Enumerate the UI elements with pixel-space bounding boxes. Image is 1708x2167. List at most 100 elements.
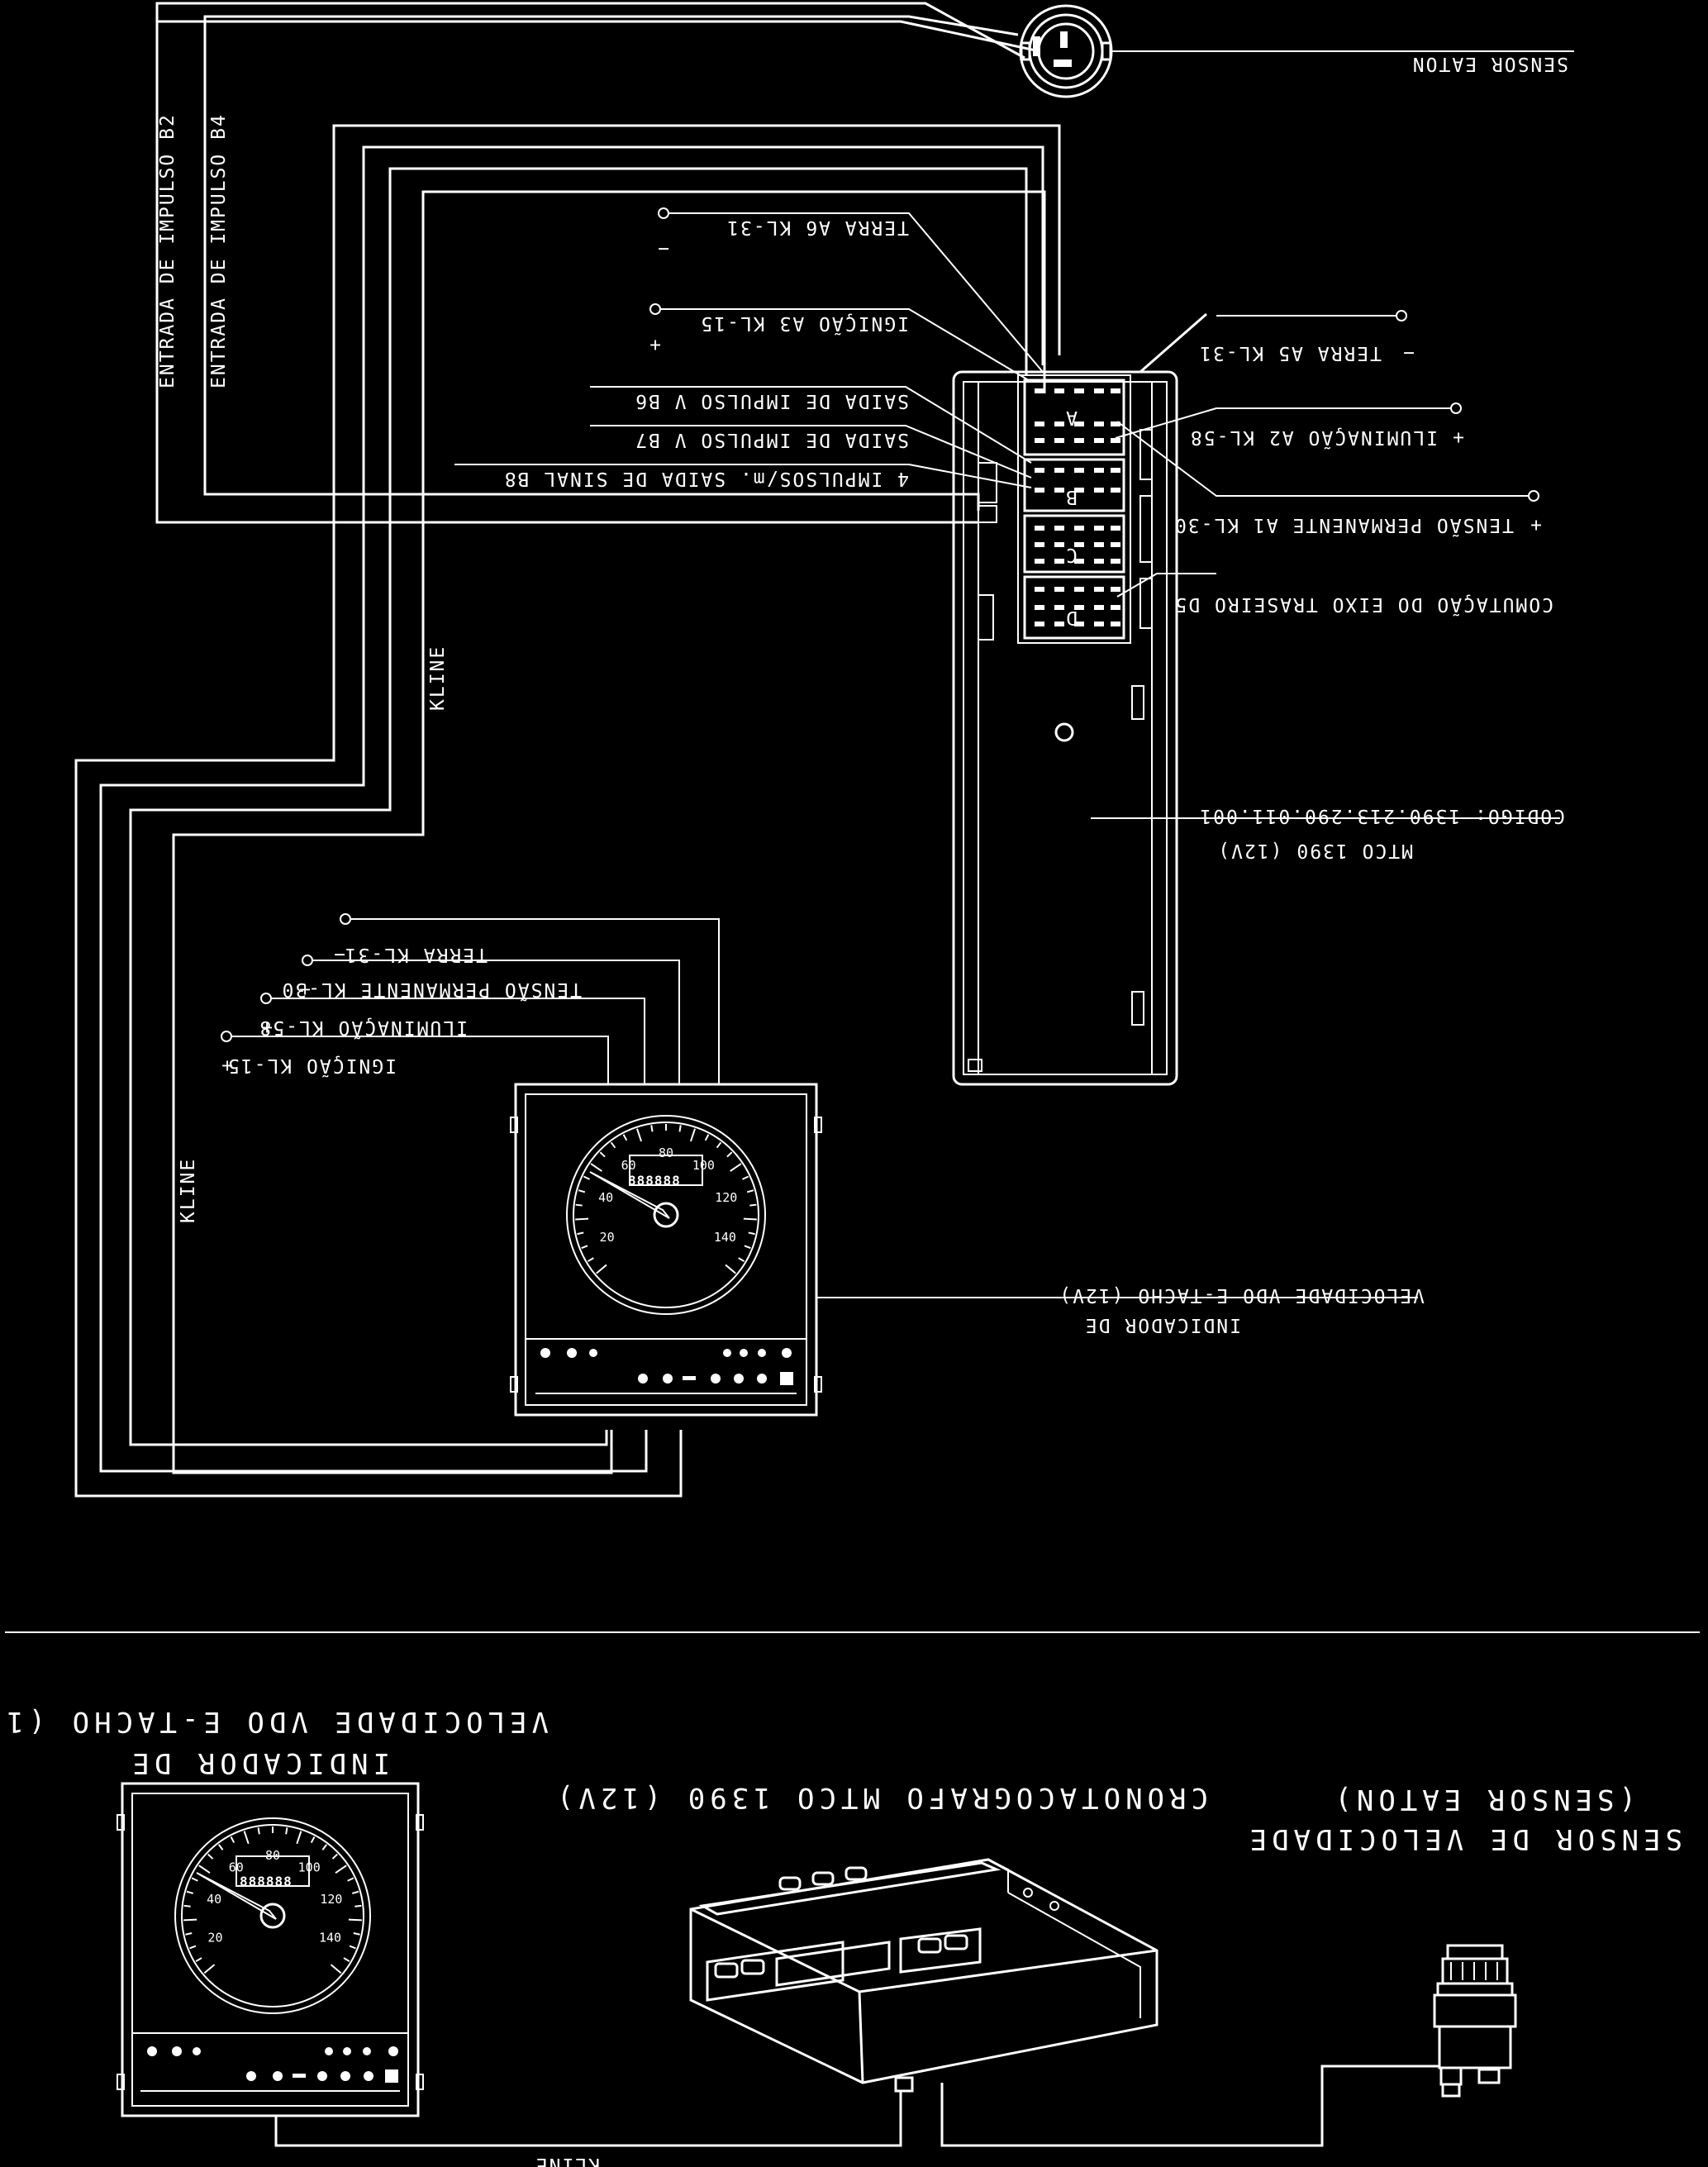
connector-pin [1094,542,1104,547]
legend-indicator-tick [349,1945,356,1950]
connector-pin [1035,438,1044,443]
indicator-tick [746,1189,754,1193]
indicator-hub [653,1202,679,1228]
connector-pin [1074,622,1084,626]
iluminacao-a2-label: ILUMINAÇÃO A2 KL-58 [1189,426,1438,450]
ignicao-kl15-label: IGNIÇÃO KL-15 [226,1055,397,1078]
legend-indicator-tick [354,1904,362,1907]
terra-a5-sign: − [1401,342,1415,364]
connector-pin [1054,388,1064,393]
legend-indicator-tick [186,1890,194,1894]
wire-impulse-outer [155,2,1025,522]
legend-indicator-tick [348,1918,362,1922]
legend-indicator-needle [196,1872,277,1920]
connector-pin [1054,488,1064,493]
connector-pin [1094,559,1104,564]
connector-pin [1054,526,1064,531]
connector-pin [1074,587,1084,592]
legend-sensor-line1: (SENSOR EATON) [1330,1783,1636,1816]
indicator-needle [589,1171,670,1219]
indicator-odometer-window [629,1155,703,1186]
indicator-tick [716,1141,722,1149]
connector-pin [1094,388,1104,393]
indicator-dial-ring [566,1115,766,1315]
connector-pins [1035,388,1120,626]
connector-pin [1074,605,1084,610]
sensor-eaton-label: SENSOR EATON [1411,53,1568,74]
indicator-dial-inner [573,1122,759,1308]
indicator-tick [749,1203,757,1207]
legend-indicator-odometer-window [236,1855,310,1887]
legend-indicator-dial-ring [174,1817,371,2014]
legend-indicator-tick [230,1836,236,1844]
indicator-scale-label: 140 [714,1230,736,1245]
indicator-tick [578,1189,586,1193]
indicator-tick [575,1217,589,1221]
connector-pin [1074,526,1084,531]
ignicao-a3-label: IGNIÇÃO A3 KL-15 [699,312,909,336]
indicator-tick [583,1175,590,1180]
legend-indicator-tick [351,1890,359,1894]
legend-sensor-line2: SENSOR DE VELOCIDADE [1245,1822,1682,1855]
connector-pin [1054,468,1064,473]
indicator-tick [599,1151,606,1158]
indicator-tick [650,1125,654,1132]
legend-indicator-odometer: 888888 [240,1874,293,1889]
connector-pin [1035,526,1044,531]
legend-indicator-tick [353,1932,360,1936]
indicator-tick [744,1245,751,1250]
legend-indicator-tick [207,1853,214,1860]
indicator-tick [610,1141,616,1149]
indicator-tick [689,1128,696,1142]
iluminacao-kl58-sign: + [259,1017,273,1038]
speed-sensor-symbol [1019,4,1574,98]
indicator-tick [742,1175,749,1180]
connector-pin [1054,605,1064,610]
legend-indicator-tick [243,1831,250,1845]
wire-kline-1 [74,124,1061,1498]
legend-indicator-tick [343,1957,350,1963]
connector-pin [1111,421,1120,426]
saida-b7-label: SAIDA DE IMPULSO V B7 [634,429,909,450]
connector-pin [1035,388,1044,393]
indicator-scale-label: 80 [659,1145,673,1160]
indicator-buttons [540,1348,793,1385]
connector-pin [1094,605,1104,610]
connector-pin [1074,488,1084,493]
connector-letter-b: B [1064,486,1078,507]
connector-letter-a: A [1064,407,1078,428]
legend-wire-sensor [940,2065,1439,2147]
tachograph-connector [952,312,1207,1086]
connector-pin [1074,542,1084,547]
connector-pin [1111,468,1120,473]
connector-pin [1035,468,1044,473]
indicator-tick [738,1257,745,1263]
legend-indicator-tick [195,1957,202,1963]
tensao-a1-sign: + [1529,514,1542,536]
legend-indicator-tick [185,1932,193,1936]
connector-pin [1054,587,1064,592]
indicator-scale-label: 40 [598,1190,613,1205]
legend-indicator-line2: INDICADOR DE [127,1746,390,1779]
terra-a6-label: TERRA A6 KL-31 [726,217,909,238]
indicator-tick [587,1257,594,1263]
terra-a6-sign: − [656,238,669,260]
legend-indicator-tick [189,1945,197,1950]
indicator-scale-label: 60 [621,1158,636,1173]
ignicao-kl15-sign: + [220,1055,233,1076]
indicator-scale-label: 100 [692,1158,715,1173]
connector-letter-d: D [1064,607,1078,628]
indicator-label-line2: INDICADOR DE [1084,1314,1241,1336]
connector-pin [1111,605,1120,610]
indicator-tick [636,1128,643,1142]
indicator-tick [575,1203,583,1207]
connector-pin [1035,559,1044,564]
tensao-kl30-sign: + [297,979,311,1000]
impulse-b4-label: ENTRADA DE IMPULSO B4 [208,113,230,388]
indicator-tick [704,1134,710,1141]
legend-indicator-scale-label: 40 [207,1892,221,1907]
indicator-tick [726,1151,733,1158]
connector-pin [1074,388,1084,393]
